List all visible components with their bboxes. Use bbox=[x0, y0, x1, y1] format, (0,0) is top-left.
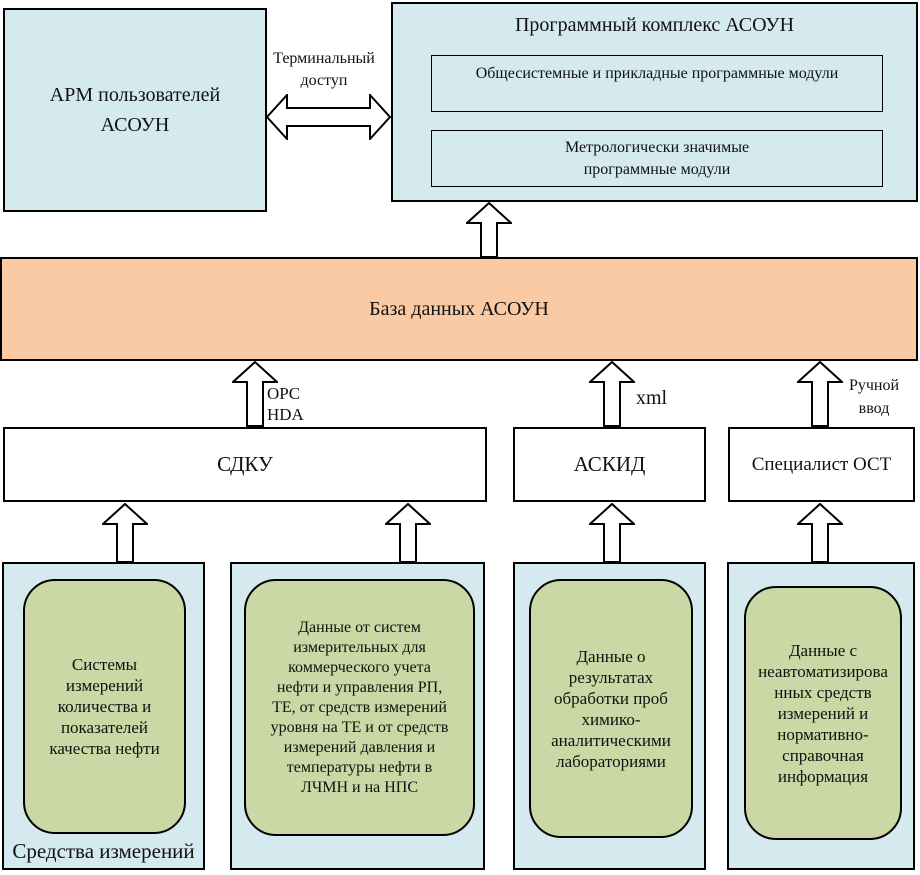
sdku-box: СДКУ bbox=[3, 427, 487, 502]
manual-input-label: Ручной ввод bbox=[848, 377, 900, 417]
source-container-manual-data: Данные с неавтоматизирова нных средств и… bbox=[727, 562, 915, 870]
arrow-sdku-to-db-icon bbox=[232, 361, 278, 427]
source-item-commercial-metering: Данные от систем измерительных для комме… bbox=[244, 579, 475, 836]
source-container-measuring-systems: Системы измерений количества и показател… bbox=[2, 562, 205, 870]
arrow-source3-to-askid-icon bbox=[589, 503, 635, 563]
opc-hda-label: OPC HDA bbox=[267, 384, 304, 424]
arrow-specialist-to-db-icon bbox=[797, 361, 843, 427]
specialist-ost-box: Специалист ОСТ bbox=[728, 427, 915, 502]
source-container-commercial-metering: Данные от систем измерительных для комме… bbox=[230, 562, 485, 870]
database-box: База данных АСОУН bbox=[0, 257, 918, 361]
terminal-access-label: Терминальный доступ bbox=[273, 50, 375, 89]
arm-users-box: АРМ пользователей АСОУН bbox=[3, 8, 267, 212]
arrow-source4-to-specialist-icon bbox=[797, 503, 843, 563]
terminal-access-double-arrow-icon bbox=[266, 94, 391, 140]
askid-box: АСКИД bbox=[513, 427, 706, 502]
source-container-lab-samples: Данные о результатах обработки проб хими… bbox=[513, 562, 706, 870]
arrow-db-to-program-icon bbox=[466, 202, 512, 258]
system-modules-box: Общесистемные и прикладные программные м… bbox=[431, 55, 883, 112]
source-item-manual-data: Данные с неавтоматизирова нных средств и… bbox=[744, 586, 902, 840]
measuring-group-label: Средства измерений bbox=[12, 839, 195, 863]
source-item-lab-samples: Данные о результатах обработки проб хими… bbox=[529, 579, 693, 838]
program-complex-box: Программный комплекс АСОУН Общесистемные… bbox=[391, 2, 918, 202]
program-complex-title: Программный комплекс АСОУН bbox=[514, 14, 795, 36]
xml-label: xml bbox=[636, 387, 668, 409]
arrow-askid-to-db-icon bbox=[589, 361, 635, 427]
metrology-modules-box: Метрологически значимые программные моду… bbox=[431, 130, 883, 187]
arrow-source1-to-sdku-icon bbox=[102, 503, 148, 563]
arrow-source2-to-sdku-icon bbox=[385, 503, 431, 563]
source-item-measuring-systems: Системы измерений количества и показател… bbox=[23, 579, 186, 834]
